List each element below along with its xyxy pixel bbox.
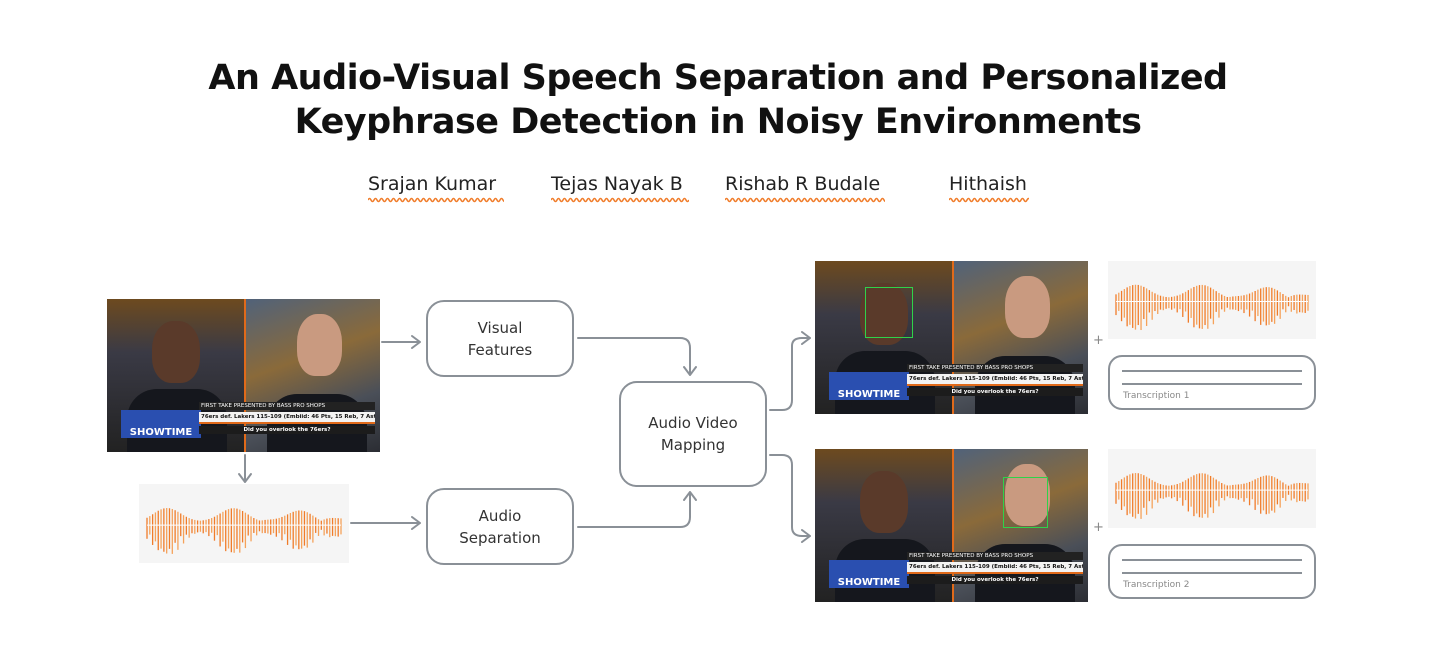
author-name: Srajan Kumar bbox=[368, 173, 497, 195]
ticker-header: FIRST TAKE PRESENTED BY BASS PRO SHOPS bbox=[907, 552, 1083, 560]
wavy-line bbox=[368, 197, 504, 203]
wavy-underline bbox=[949, 197, 1029, 203]
author-link[interactable]: Rishab R Budale bbox=[725, 173, 885, 203]
author-link[interactable]: Srajan Kumar bbox=[368, 173, 504, 203]
output-video-frame-2: SHOWTIME FIRST TAKE PRESENTED BY BASS PR… bbox=[815, 449, 1088, 602]
ticker-score: 76ers def. Lakers 115-109 (Embiid: 46 Pt… bbox=[199, 412, 375, 424]
transcription-label: Transcription 2 bbox=[1123, 580, 1190, 590]
wavy-line bbox=[551, 197, 689, 203]
ticker-question: Did you overlook the 76ers? bbox=[199, 426, 375, 434]
input-waveform bbox=[139, 484, 349, 563]
audio-separation-box: Audio Separation bbox=[426, 488, 574, 565]
plus-sign: + bbox=[1093, 520, 1104, 535]
transcription-box-2: Transcription 2 bbox=[1108, 544, 1316, 599]
author-name: Rishab R Budale bbox=[725, 173, 881, 195]
showtime-logo: SHOWTIME bbox=[121, 410, 201, 438]
author-link[interactable]: Hithaish bbox=[949, 173, 1029, 203]
face-detection-box bbox=[1003, 477, 1048, 528]
box-label: Mapping bbox=[660, 436, 726, 454]
wavy-underline bbox=[725, 197, 885, 203]
output-waveform-1 bbox=[1108, 261, 1316, 339]
transcription-label: Transcription 1 bbox=[1123, 391, 1190, 401]
page-title-line-2: Keyphrase Detection in Noisy Environment… bbox=[294, 102, 1142, 142]
author-name: Hithaish bbox=[949, 173, 1027, 195]
box-label: Visual bbox=[477, 318, 523, 337]
showtime-logo: SHOWTIME bbox=[829, 372, 909, 400]
output-waveform-2 bbox=[1108, 449, 1316, 528]
wavy-line bbox=[949, 197, 1029, 203]
ticker-header: FIRST TAKE PRESENTED BY BASS PRO SHOPS bbox=[199, 402, 375, 410]
box-label: Separation bbox=[459, 528, 541, 547]
box-label: Features bbox=[467, 340, 533, 359]
ticker-question: Did you overlook the 76ers? bbox=[907, 576, 1083, 584]
wavy-underline bbox=[368, 197, 504, 203]
box-label: Audio Video bbox=[648, 414, 738, 432]
plus-sign: + bbox=[1093, 333, 1104, 348]
wavy-line bbox=[725, 197, 885, 203]
output-video-frame-1: SHOWTIME FIRST TAKE PRESENTED BY BASS PR… bbox=[815, 261, 1088, 414]
input-video-frame: SHOWTIME FIRST TAKE PRESENTED BY BASS PR… bbox=[107, 299, 380, 452]
ticker-score: 76ers def. Lakers 115-109 (Embiid: 46 Pt… bbox=[907, 374, 1083, 386]
ticker-question: Did you overlook the 76ers? bbox=[907, 388, 1083, 396]
ticker-score: 76ers def. Lakers 115-109 (Embiid: 46 Pt… bbox=[907, 562, 1083, 574]
author-name: Tejas Nayak B bbox=[551, 173, 683, 195]
box-label: Audio bbox=[478, 506, 522, 525]
visual-features-box: Visual Features bbox=[426, 300, 574, 377]
ticker-header: FIRST TAKE PRESENTED BY BASS PRO SHOPS bbox=[907, 364, 1083, 372]
transcription-box-1: Transcription 1 bbox=[1108, 355, 1316, 410]
page-title-line-1: An Audio-Visual Speech Separation and Pe… bbox=[208, 58, 1228, 98]
wavy-underline bbox=[551, 197, 689, 203]
audio-video-mapping-box: Audio Video Mapping bbox=[619, 381, 767, 487]
face-detection-box bbox=[865, 287, 913, 338]
author-link[interactable]: Tejas Nayak B bbox=[551, 173, 689, 203]
showtime-logo: SHOWTIME bbox=[829, 560, 909, 588]
